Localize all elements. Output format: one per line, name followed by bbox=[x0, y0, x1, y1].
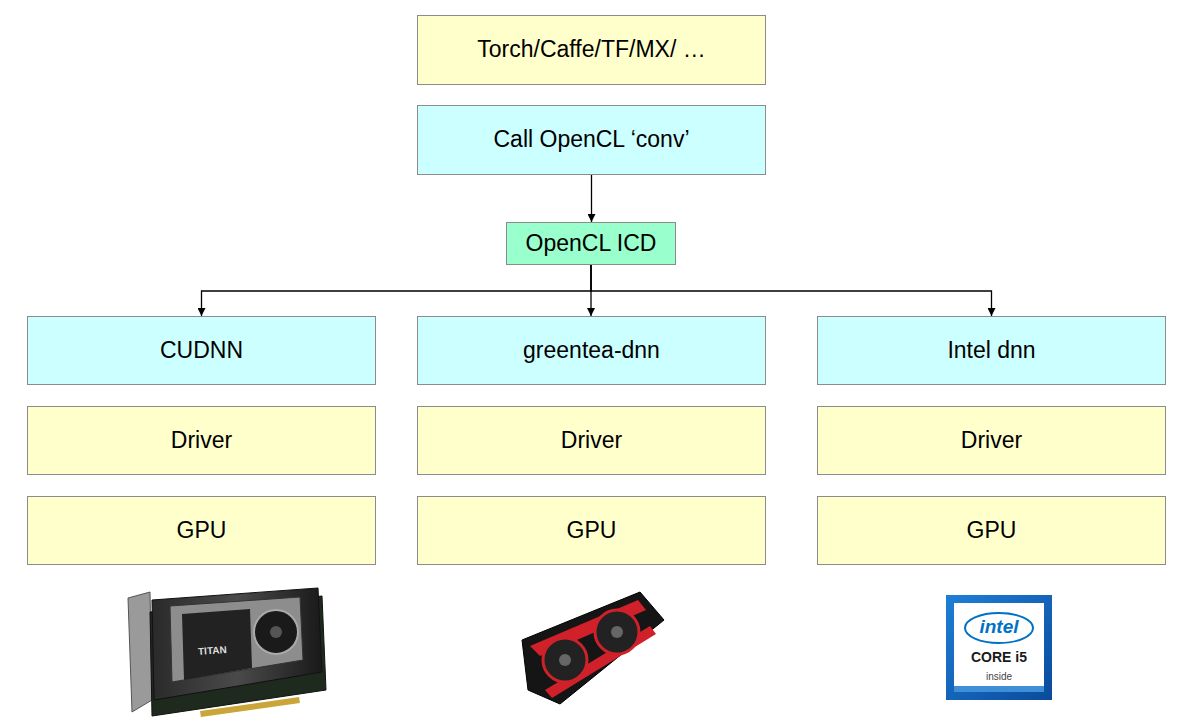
driver-box: Driver bbox=[817, 406, 1166, 475]
node-label: GPU bbox=[959, 517, 1025, 545]
fan-hub bbox=[270, 626, 282, 638]
node-label: Call OpenCL ‘conv’ bbox=[485, 126, 697, 154]
logo-tagline: inside bbox=[986, 671, 1012, 682]
intel-swoosh bbox=[965, 613, 1033, 643]
msi-gpu-card bbox=[522, 592, 664, 704]
badge-frame bbox=[946, 595, 1052, 700]
node-label: greentea-dnn bbox=[515, 337, 668, 365]
driver-box: Driver bbox=[417, 406, 766, 475]
intel-core-i5-badge bbox=[946, 595, 1052, 700]
card-fan bbox=[254, 610, 298, 654]
gpu-box: GPU bbox=[417, 496, 766, 565]
logo-brand: intel bbox=[979, 616, 1018, 638]
fan-hub bbox=[559, 654, 571, 666]
node-label: Driver bbox=[163, 427, 240, 455]
arrow-connector bbox=[591, 265, 992, 316]
gpu-box: GPU bbox=[817, 496, 1166, 565]
node-label: Driver bbox=[953, 427, 1030, 455]
card-bracket bbox=[128, 592, 152, 712]
driver-box: Driver bbox=[27, 406, 376, 475]
card-shroud bbox=[152, 588, 322, 700]
library-box: Intel dnn bbox=[817, 316, 1166, 385]
library-box: greentea-dnn bbox=[417, 316, 766, 385]
card-body bbox=[522, 592, 664, 704]
node-label: OpenCL ICD bbox=[518, 230, 665, 258]
node-label: Driver bbox=[553, 427, 630, 455]
card-brand: TITAN bbox=[197, 644, 226, 657]
node-label: CUDNN bbox=[152, 337, 251, 365]
fan-hub bbox=[611, 626, 623, 638]
shroud-window bbox=[182, 609, 252, 680]
arrow-connector bbox=[591, 175, 592, 222]
icd-box: OpenCL ICD bbox=[506, 222, 676, 265]
node-label: Intel dnn bbox=[939, 337, 1043, 365]
node-label: GPU bbox=[169, 517, 235, 545]
library-box: CUDNN bbox=[27, 316, 376, 385]
pcie-connector bbox=[200, 697, 300, 717]
logo-product: CORE i5 bbox=[971, 649, 1027, 665]
framework-box: Torch/Caffe/TF/MX/ … bbox=[417, 15, 766, 85]
shroud-trim bbox=[170, 597, 303, 682]
card-fan bbox=[543, 638, 587, 682]
node-label: GPU bbox=[559, 517, 625, 545]
card-fan bbox=[595, 610, 639, 654]
gpu-box: GPU bbox=[27, 496, 376, 565]
arrow-connector bbox=[202, 265, 592, 316]
call-box: Call OpenCL ‘conv’ bbox=[417, 105, 766, 175]
badge-face bbox=[954, 603, 1044, 692]
card-pcb bbox=[150, 596, 326, 716]
titan-gpu-card bbox=[128, 588, 326, 717]
node-label: Torch/Caffe/TF/MX/ … bbox=[469, 36, 713, 64]
badge-bar bbox=[954, 686, 1044, 692]
